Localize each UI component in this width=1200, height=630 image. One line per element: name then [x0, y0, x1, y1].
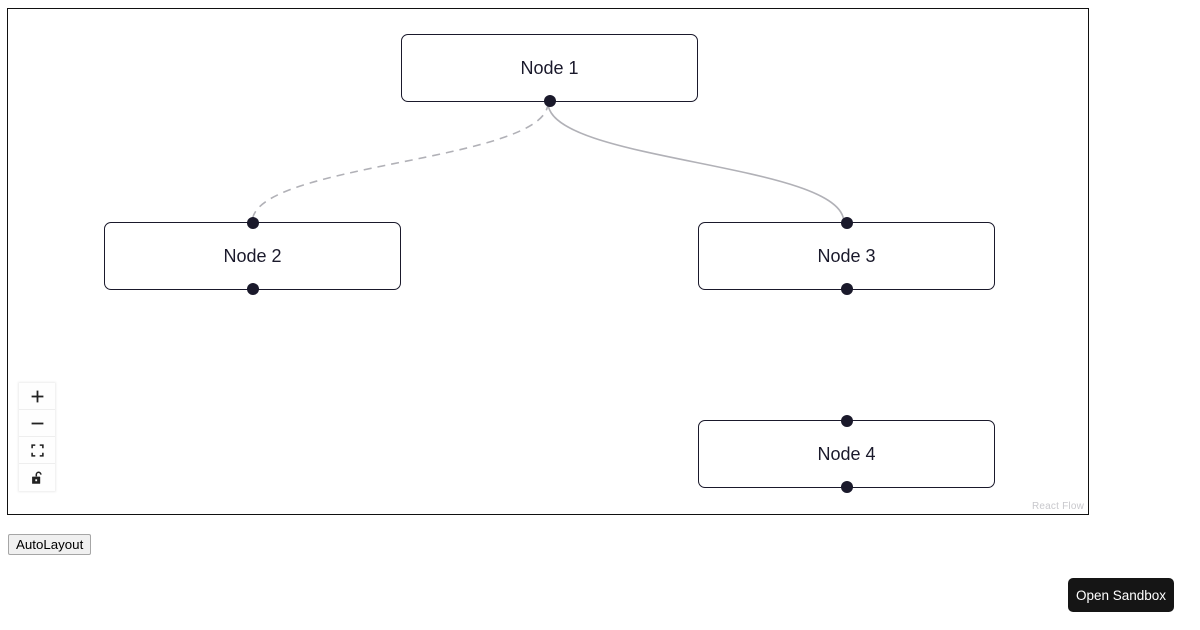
- plus-icon: [31, 390, 44, 403]
- interactivity-lock-button[interactable]: [19, 464, 55, 491]
- flow-node-3[interactable]: Node 3: [698, 217, 995, 295]
- flow-node-3-label: Node 3: [817, 246, 876, 266]
- flow-node-4-source-handle[interactable]: [840, 481, 853, 493]
- zoom-in-button[interactable]: [19, 383, 55, 410]
- flow-node-4-target-handle[interactable]: [840, 415, 853, 427]
- flow-node-1-label: Node 1: [520, 58, 579, 78]
- edge-node1-node2: [251, 102, 549, 223]
- react-flow-canvas[interactable]: Node 1 Node 2 Node 3 Node 4 React Flow: [7, 8, 1089, 515]
- flow-node-2-label: Node 2: [223, 246, 282, 266]
- zoom-out-button[interactable]: [19, 410, 55, 437]
- flow-node-1-source-handle[interactable]: [543, 95, 556, 107]
- flow-node-2-target-handle[interactable]: [246, 217, 259, 229]
- fit-view-icon: [30, 443, 44, 457]
- open-sandbox-button[interactable]: Open Sandbox: [1068, 578, 1174, 612]
- flow-node-4[interactable]: Node 4: [698, 415, 995, 493]
- edge-node1-node3: [547, 102, 845, 223]
- flow-node-2[interactable]: Node 2: [104, 217, 401, 295]
- flow-controls-panel[interactable]: [19, 383, 55, 491]
- minus-icon: [31, 417, 44, 430]
- flow-node-4-label: Node 4: [817, 444, 876, 464]
- react-flow-attribution: React Flow: [1031, 501, 1084, 512]
- flow-node-3-target-handle[interactable]: [840, 217, 853, 229]
- flow-node-2-source-handle[interactable]: [246, 283, 259, 295]
- unlock-icon: [31, 471, 44, 485]
- flow-node-3-source-handle[interactable]: [840, 283, 853, 295]
- flow-node-1[interactable]: Node 1: [401, 34, 698, 107]
- open-sandbox-label: Open Sandbox: [1075, 587, 1167, 603]
- autolayout-button[interactable]: AutoLayout: [8, 534, 92, 555]
- fit-view-button[interactable]: [19, 437, 55, 464]
